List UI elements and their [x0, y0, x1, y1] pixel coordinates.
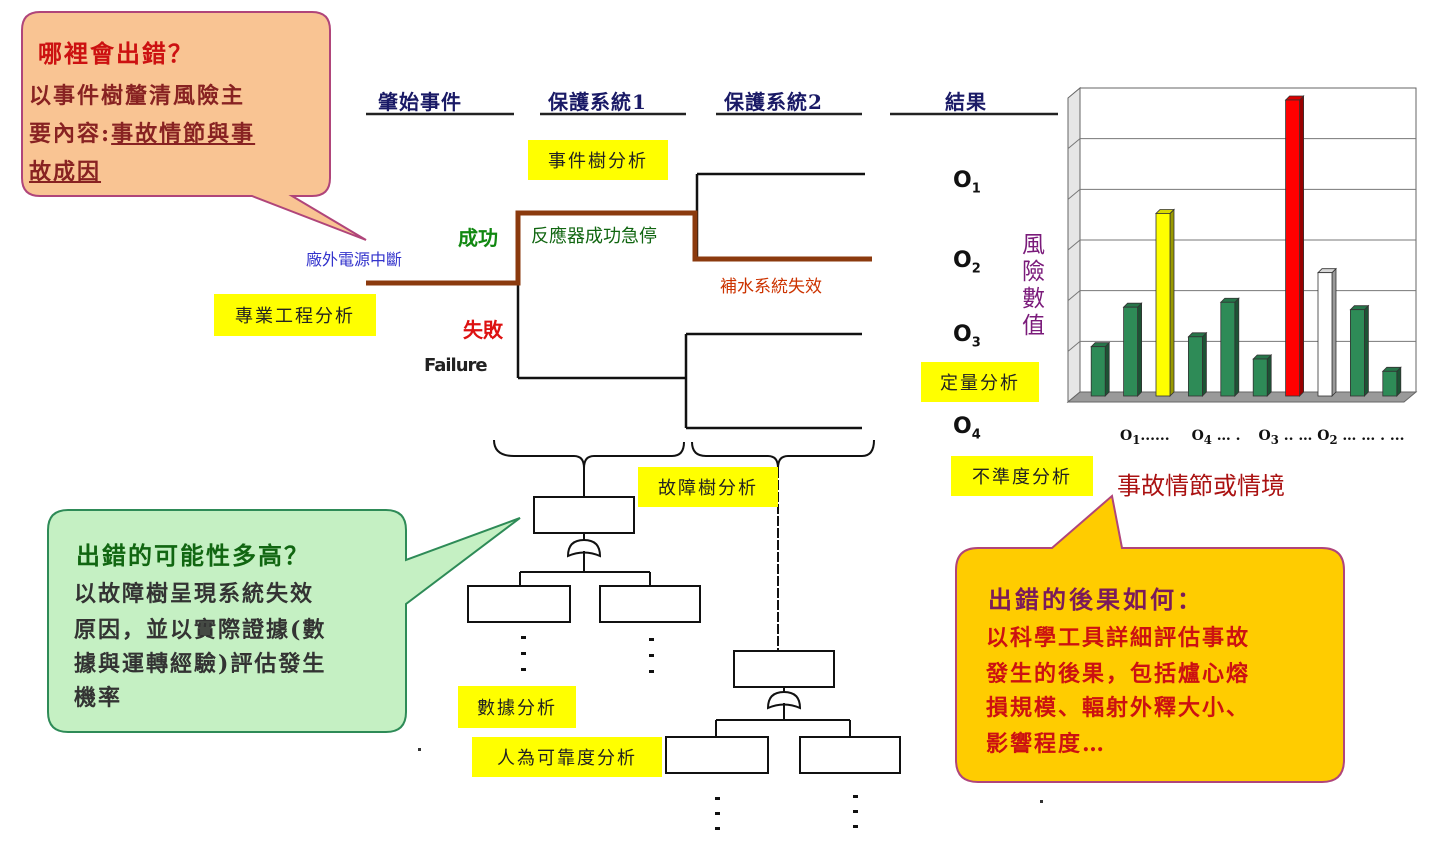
chart-x-ticks: O1......O4 … .O3 .. … O2 … … . ... — [1120, 428, 1405, 447]
chart-bar — [1284, 95, 1305, 397]
chart-bar — [1155, 208, 1175, 397]
chart-bar — [1122, 302, 1143, 397]
risk-chart — [1066, 86, 1418, 404]
bubble-consequence-title: 出錯的後果如何： — [988, 585, 1204, 614]
bubble-what-goes-wrong-line-1: 以事件樹釐清風險主 — [29, 83, 246, 109]
chart-bar — [1252, 354, 1273, 397]
bubble-what-goes-wrong-line-2a: 要內容: — [29, 121, 112, 147]
chart-gridline-side — [1067, 188, 1081, 200]
bubble-consequence-line-3: 損規模、輻射外釋大小、 — [986, 695, 1251, 721]
x-tick-o4: O — [1191, 428, 1204, 444]
bubble-likelihood-line-3: 據與運轉經驗)評估發生 — [74, 651, 327, 677]
bubble-consequence-line-4: 影響程度… — [986, 731, 1107, 757]
x-tick-o3: O — [1258, 428, 1271, 444]
label-fault-tree-analysis: 故障樹分析 — [638, 467, 778, 507]
x-tick-o1: O — [1120, 428, 1133, 444]
bubble-consequence-shape — [955, 494, 1345, 783]
bubble-likelihood-line-4: 機率 — [74, 685, 123, 711]
bubble-likelihood-line-1: 以故障樹呈現系統失效 — [74, 581, 315, 607]
bubble-what-goes-wrong-title: 哪裡會出錯？ — [38, 39, 194, 68]
outcome-o3: O3 — [953, 322, 981, 351]
label-event-tree-analysis: 事件樹分析 — [528, 140, 668, 180]
fault-tree-right — [665, 468, 901, 774]
label-engineering-analysis: 專業工程分析 — [214, 294, 376, 336]
bubble-what-goes-wrong-line-3: 故成因 — [29, 159, 102, 185]
outcome-o4: O4 — [953, 414, 981, 443]
event-tree-branches — [516, 172, 865, 430]
header-protection-system-2: 保護系統2 — [724, 90, 823, 114]
bubble-what-goes-wrong-line-2b: 事故情節與事 — [111, 121, 256, 147]
chart-xlabel: 事故情節或情境 — [1117, 472, 1285, 500]
bubble-consequence-line-2: 發生的後果，包括爐心熔 — [986, 661, 1251, 687]
chart-gridline-side — [1067, 290, 1081, 302]
label-data-analysis: 數據分析 — [458, 686, 576, 728]
fault-tree-left-dots — [521, 636, 654, 673]
chart-bar — [1381, 366, 1402, 397]
bubble-what-goes-wrong-shape — [21, 11, 367, 241]
bubble-likelihood-title: 出錯的可能性多高？ — [76, 541, 310, 570]
branch-failure-label: 補水系統失效 — [720, 277, 822, 297]
bubble-consequence-line-1: 以科學工具詳細評估事故 — [986, 625, 1251, 651]
x-tick-o2: O — [1317, 428, 1330, 444]
chart-bar — [1317, 267, 1337, 397]
success-label: 成功 — [458, 226, 498, 250]
outcome-o2: O2 — [953, 248, 981, 277]
failure-label-en: Failure — [424, 355, 488, 376]
chart-gridline-side — [1067, 340, 1081, 352]
outcome-o1: O1 — [953, 168, 981, 197]
chart-bar — [1187, 331, 1208, 397]
bubble-likelihood-shape — [47, 509, 521, 733]
header-result: 結果 — [945, 90, 987, 114]
fault-tree-right-dots — [715, 795, 858, 830]
fault-tree-left — [467, 468, 701, 623]
failure-label-cn: 失敗 — [463, 318, 503, 342]
label-human-reliability-analysis: 人為可靠度分析 — [472, 737, 662, 777]
branch-success-label: 反應器成功急停 — [531, 226, 657, 247]
chart-bar — [1219, 297, 1240, 397]
chart-bar — [1349, 304, 1370, 397]
chart-bar — [1090, 341, 1111, 397]
bubble-what-goes-wrong-line-2: 要內容:事故情節與事 — [29, 116, 255, 148]
initial-event-label: 廠外電源中斷 — [306, 250, 403, 269]
chart-gridline-side — [1067, 239, 1081, 251]
chart-gridline-side — [1067, 138, 1081, 150]
header-protection-system-1: 保護系統1 — [548, 90, 647, 114]
label-quantitative-analysis: 定量分析 — [921, 362, 1039, 402]
chart-ylabel: 風險數值 — [1022, 232, 1045, 339]
bubble-likelihood-line-2: 原因，並以實際證據(數 — [74, 617, 327, 643]
label-uncertainty-analysis: 不準度分析 — [951, 456, 1093, 496]
header-initiating-event: 肇始事件 — [378, 90, 462, 114]
accident-path — [366, 210, 872, 286]
